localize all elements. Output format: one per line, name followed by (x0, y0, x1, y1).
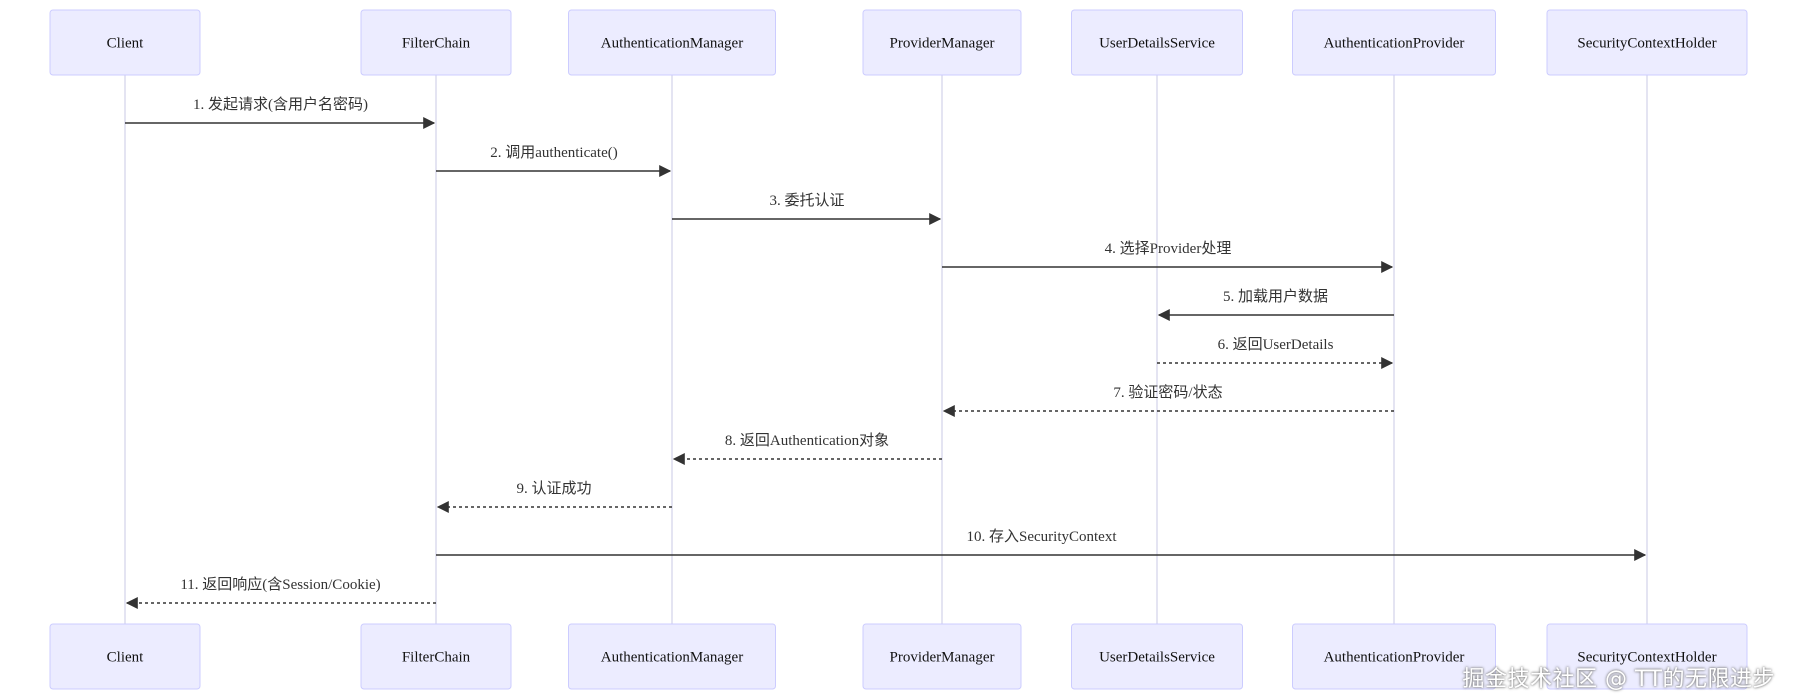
actor-box (1292, 623, 1496, 690)
actor-box (862, 623, 1022, 690)
actor-label: AuthenticationManager (601, 650, 743, 666)
actor-userdetailsservice-bottom: UserDetailsService (1071, 623, 1243, 690)
message-label: 1. 发起请求(含用户名密码) (193, 96, 368, 113)
actor-label: ProviderManager (890, 36, 995, 52)
actors-top: Client FilterChain AuthenticationManager Pr… (49, 9, 1748, 76)
message-7: 7. 验证密码/状态 (942, 384, 1394, 417)
message-label: 6. 返回UserDetails (1218, 336, 1334, 353)
message-1: 1. 发起请求(含用户名密码) (125, 96, 436, 129)
message-3: 3. 委托认证 (672, 192, 942, 225)
actor-userdetailsservice-top: UserDetailsService (1071, 9, 1243, 76)
actor-contextholder-bottom: SecurityContextHolder (1546, 623, 1748, 690)
actor-label: SecurityContextHolder (1577, 650, 1716, 666)
actors-bottom: Client FilterChain AuthenticationManager Pr… (49, 623, 1748, 690)
message-2: 2. 调用authenticate() (436, 144, 672, 177)
actor-authmanager-top: AuthenticationManager (568, 9, 776, 76)
actor-label: SecurityContextHolder (1577, 36, 1716, 52)
actor-box (568, 623, 776, 690)
message-label: 7. 验证密码/状态 (1113, 384, 1222, 401)
actor-providermanager-bottom: ProviderManager (862, 623, 1022, 690)
actor-box (49, 623, 201, 690)
actor-box (1546, 9, 1748, 76)
actor-box (49, 9, 201, 76)
actor-label: AuthenticationProvider (1324, 650, 1465, 666)
watermark: 掘金技术社区 @ TT的无限进步 (1462, 667, 1775, 692)
actor-client-top: Client (49, 9, 201, 76)
actor-label: UserDetailsService (1099, 650, 1215, 666)
message-label: 8. 返回Authentication对象 (725, 432, 889, 449)
actor-box (360, 623, 512, 690)
lifelines (124, 75, 1648, 624)
actor-label: FilterChain (402, 36, 471, 52)
actor-label: UserDetailsService (1099, 36, 1215, 52)
actor-box (568, 9, 776, 76)
message-9: 9. 认证成功 (436, 480, 672, 513)
actor-contextholder-top: SecurityContextHolder (1546, 9, 1748, 76)
actor-filterchain-bottom: FilterChain (360, 623, 512, 690)
actor-box (360, 9, 512, 76)
message-11: 11. 返回响应(含Session/Cookie) (125, 575, 436, 609)
actor-filterchain-top: FilterChain (360, 9, 512, 76)
message-label: 9. 认证成功 (516, 480, 591, 497)
message-label: 4. 选择Provider处理 (1105, 240, 1232, 257)
actor-authmanager-bottom: AuthenticationManager (568, 623, 776, 690)
message-6: 6. 返回UserDetails (1157, 336, 1394, 369)
actor-providermanager-top: ProviderManager (862, 9, 1022, 76)
actor-authprovider-bottom: AuthenticationProvider (1292, 623, 1496, 690)
message-5: 5. 加载用户数据 (1157, 288, 1394, 321)
actor-authprovider-top: AuthenticationProvider (1292, 9, 1496, 76)
message-label: 2. 调用authenticate() (490, 144, 617, 161)
actor-label: AuthenticationProvider (1324, 36, 1465, 52)
message-8: 8. 返回Authentication对象 (672, 432, 942, 465)
actor-label: FilterChain (402, 650, 471, 666)
actor-box (1071, 623, 1243, 690)
message-4: 4. 选择Provider处理 (942, 240, 1394, 273)
message-10: 10. 存入SecurityContext (436, 528, 1647, 561)
messages: 1. 发起请求(含用户名密码) 2. 调用authenticate() 3. 委托认… (125, 96, 1647, 609)
actor-client-bottom: Client (49, 623, 201, 690)
actor-label: ProviderManager (890, 650, 995, 666)
actor-box (1546, 623, 1748, 690)
actor-box (1292, 9, 1496, 76)
actor-box (1071, 9, 1243, 76)
message-label: 11. 返回响应(含Session/Cookie) (180, 575, 380, 593)
message-label: 10. 存入SecurityContext (967, 528, 1118, 545)
actor-box (862, 9, 1022, 76)
actor-label: AuthenticationManager (601, 36, 743, 52)
actor-label: Client (107, 36, 144, 52)
actor-label: Client (107, 650, 144, 666)
message-label: 3. 委托认证 (769, 192, 844, 209)
message-label: 5. 加载用户数据 (1223, 288, 1328, 305)
